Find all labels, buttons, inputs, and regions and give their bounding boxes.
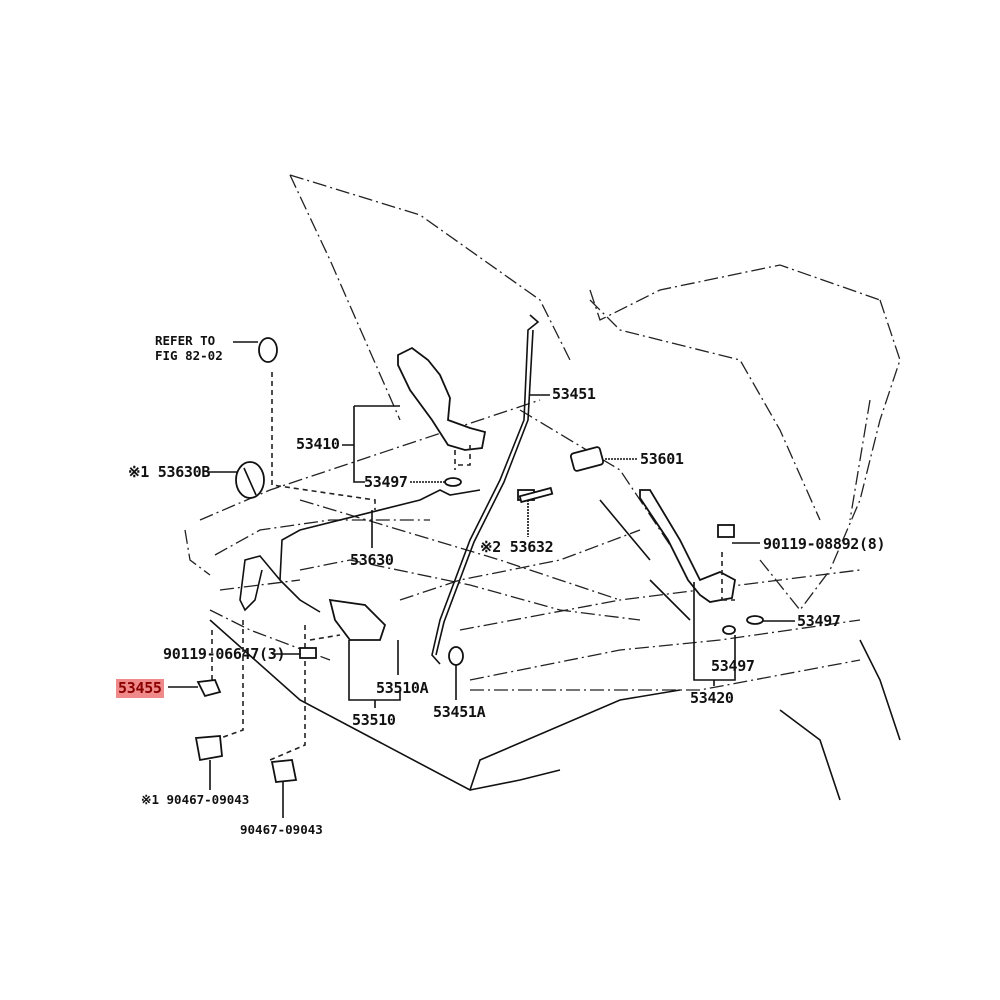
part-label-53410[interactable]: 53410	[296, 435, 340, 453]
assembly-dashes	[211, 372, 735, 761]
part-label-90467-09043[interactable]: 90467-09043	[240, 822, 323, 837]
release-cable	[239, 489, 481, 613]
part-label-53510[interactable]: 53510	[352, 711, 396, 729]
washer-53497-lower	[722, 625, 736, 635]
hood-hinge-left	[397, 346, 487, 451]
hood-outline	[184, 174, 901, 801]
clip-90467-marked	[194, 735, 223, 762]
hood-lock-53510	[328, 598, 387, 641]
part-label-53420[interactable]: 53420	[690, 689, 734, 707]
clip-90467	[270, 759, 298, 783]
part-label-53497-left[interactable]: 53497	[364, 473, 408, 491]
part-label-53630[interactable]: 53630	[350, 551, 394, 569]
part-label-53451[interactable]: 53451	[552, 385, 596, 403]
bolt-90119-06647	[299, 647, 317, 659]
prop-rod-edge	[435, 329, 534, 656]
part-label-53497-lower[interactable]: 53497	[711, 657, 755, 675]
refer-label-line1: REFER TO	[155, 333, 216, 348]
leader-lines	[168, 341, 795, 818]
part-label-53451a[interactable]: 53451A	[433, 703, 486, 721]
clip-53455	[196, 679, 222, 698]
washer-53497	[444, 477, 462, 487]
part-label-53601[interactable]: 53601	[640, 450, 684, 468]
small-parts	[194, 337, 764, 783]
part-label-53497-right[interactable]: 53497	[797, 612, 841, 630]
cushion-53451a	[448, 646, 464, 666]
part-label-90119-08892[interactable]: 90119-08892(8)	[763, 535, 886, 553]
part-label-53510a[interactable]: 53510A	[376, 679, 429, 697]
part-label-90119-06647[interactable]: 90119-06647(3)	[163, 645, 286, 663]
bolt-90119-08892	[717, 524, 735, 538]
prop-holder-53601	[569, 446, 605, 472]
clamp-part	[258, 337, 278, 363]
prop-rod	[431, 314, 540, 665]
part-label-53455-highlighted[interactable]: 53455	[116, 679, 164, 698]
part-label-53630b[interactable]: ※1 53630B	[128, 463, 211, 481]
part-label-53632[interactable]: ※2 53632	[480, 538, 554, 556]
hood-hinge-right	[639, 489, 736, 603]
washer-53497-right	[746, 615, 764, 625]
part-label-90467-09043-marked[interactable]: ※1 90467-09043	[141, 792, 250, 807]
refer-label-line2[interactable]: FIG 82-02	[155, 348, 223, 363]
